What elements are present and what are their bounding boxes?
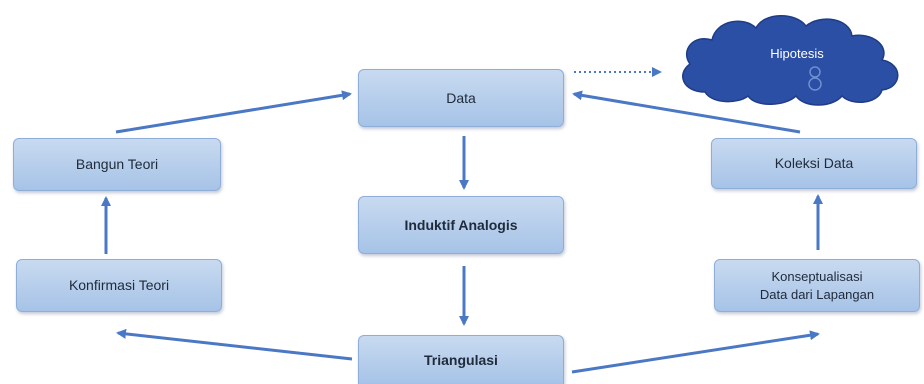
arrow-triangulasi-to-konfirmasi [116,328,353,361]
triangulasi-node: Triangulasi [358,335,564,384]
konfirmasi-teori-label: Konfirmasi Teori [68,277,170,293]
konseptualisasi-label-line1: Konseptualisasi [771,268,863,284]
triangulasi-label: Triangulasi [424,351,498,368]
induktif-analogis-label: Induktif Analogis [404,216,518,233]
bangun-teori-node: Bangun Teori [13,138,221,191]
konseptualisasi-node: Konseptualisasi Data dari Lapangan [714,259,920,312]
hipotesis-label: Hipotesis [770,46,824,61]
arrow-bangun-to-data [115,90,352,134]
koleksi-data-label: Koleksi Data [774,155,854,171]
data-node: Data [358,69,564,127]
konseptualisasi-label-line2: Data dari Lapangan [759,286,875,302]
konfirmasi-teori-node: Konfirmasi Teori [16,259,222,312]
data-label: Data [446,89,476,106]
koleksi-data-node: Koleksi Data [711,138,917,189]
arrow-koleksi-to-data [572,90,801,134]
bangun-teori-label: Bangun Teori [75,156,159,172]
hipotesis-cloud [682,15,899,106]
hipotesis-node: Hipotesis [675,12,919,107]
induktif-analogis-node: Induktif Analogis [358,196,564,254]
arrow-triangulasi-to-konseptualisasi [571,330,820,374]
